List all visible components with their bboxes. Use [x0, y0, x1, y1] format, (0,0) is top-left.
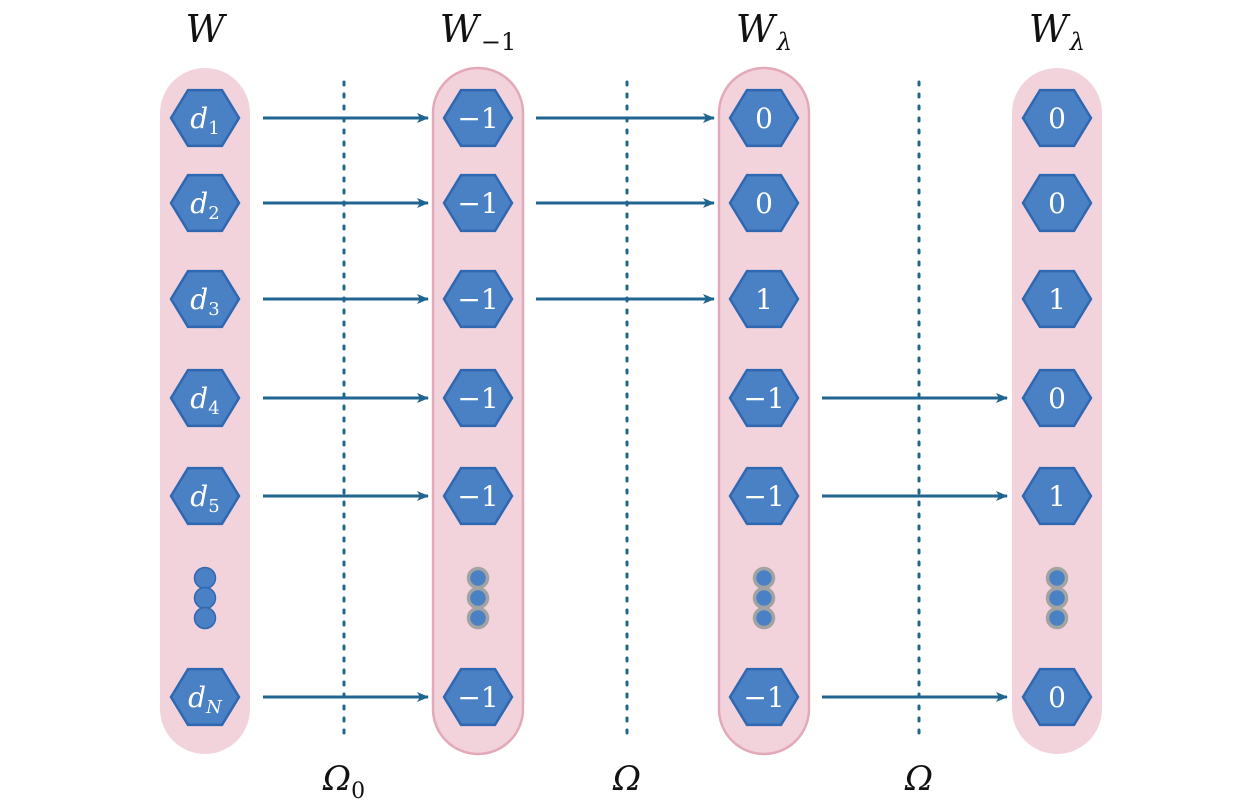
hexagon-shape: [728, 466, 800, 526]
node-c3-r1: 0: [728, 88, 800, 148]
divider-label-2: Ω: [612, 759, 641, 799]
hexagon-shape: [1021, 88, 1093, 148]
divider-label-1: Ω0: [322, 759, 365, 804]
ellipsis-dot: [1045, 606, 1069, 630]
ellipsis-dot: [752, 606, 776, 630]
ellipsis-dot: [752, 566, 776, 590]
ellipsis-dot: [1045, 566, 1069, 590]
node-c1-r5: d5: [169, 466, 241, 526]
hexagon-shape: [169, 368, 241, 428]
hexagon-shape: [1021, 368, 1093, 428]
node-label: 1: [1048, 283, 1066, 316]
node-label: 1: [1048, 480, 1066, 513]
node-c4-r3: 1: [1021, 269, 1093, 329]
hexagon-shape: [1021, 173, 1093, 233]
hexagon-shape: [1021, 466, 1093, 526]
hexagon-shape: [728, 173, 800, 233]
node-c3-r2: 0: [728, 173, 800, 233]
hexagon-shape: [169, 667, 241, 727]
node-label: d4: [190, 382, 219, 419]
ellipsis-dot: [466, 566, 490, 590]
node-label: −1: [457, 480, 498, 513]
ellipsis-dot: [466, 606, 490, 630]
hexagon-shape: [442, 368, 514, 428]
node-label: 0: [1048, 187, 1066, 220]
node-c2-r5: −1: [442, 466, 514, 526]
ellipsis-dots: [752, 566, 776, 630]
hexagon-shape: [728, 88, 800, 148]
node-label: d2: [190, 187, 219, 224]
hexagon-shape: [169, 269, 241, 329]
hexagon-shape: [169, 88, 241, 148]
node-c4-r4: 0: [1021, 368, 1093, 428]
node-label: −1: [457, 102, 498, 135]
node-c1-r3: d3: [169, 269, 241, 329]
node-label: 0: [755, 187, 773, 220]
node-label: d1: [190, 102, 219, 139]
node-c2-r2: −1: [442, 173, 514, 233]
node-label: d5: [190, 480, 219, 517]
node-label: −1: [743, 681, 784, 714]
hexagon-shape: [728, 368, 800, 428]
node-c2-r7: −1: [442, 667, 514, 727]
node-label: −1: [457, 681, 498, 714]
ellipsis-dot: [193, 606, 217, 630]
node-c1-r2: d2: [169, 173, 241, 233]
node-c3-r7: −1: [728, 667, 800, 727]
hexagon-shape: [169, 466, 241, 526]
node-label: −1: [457, 382, 498, 415]
node-c2-r3: −1: [442, 269, 514, 329]
node-label: 0: [1048, 382, 1066, 415]
ellipsis-dot: [193, 566, 217, 590]
node-c1-r7: dN: [169, 667, 241, 727]
ellipsis-dot: [1045, 586, 1069, 610]
column-3-title: Wλ: [736, 7, 792, 56]
hexagon-shape: [442, 466, 514, 526]
divider-label-3: Ω: [904, 759, 933, 799]
node-c4-r7: 0: [1021, 667, 1093, 727]
hexagon-shape: [169, 173, 241, 233]
ellipsis-dots: [1045, 566, 1069, 630]
node-label: 1: [755, 283, 773, 316]
hexagon-shape: [442, 173, 514, 233]
column-4-title: Wλ: [1029, 7, 1085, 56]
node-c2-r1: −1: [442, 88, 514, 148]
node-label: −1: [457, 283, 498, 316]
node-label: −1: [743, 382, 784, 415]
ellipsis-dots: [193, 566, 217, 630]
hexagon-shape: [442, 88, 514, 148]
node-label: −1: [743, 480, 784, 513]
node-c2-r4: −1: [442, 368, 514, 428]
node-label: dN: [188, 681, 223, 718]
hexagon-shape: [442, 667, 514, 727]
ellipsis-dots: [466, 566, 490, 630]
node-label: d3: [190, 283, 219, 320]
column-2-title: W−1: [440, 7, 516, 56]
hexagon-shape: [1021, 667, 1093, 727]
column-1-title: W: [185, 7, 227, 51]
ellipsis-dot: [466, 586, 490, 610]
node-label: 0: [1048, 102, 1066, 135]
node-c3-r3: 1: [728, 269, 800, 329]
ellipsis-dot: [752, 586, 776, 610]
node-c1-r4: d4: [169, 368, 241, 428]
node-label: 0: [1048, 681, 1066, 714]
node-c1-r1: d1: [169, 88, 241, 148]
hexagon-shape: [442, 269, 514, 329]
node-c3-r4: −1: [728, 368, 800, 428]
node-c4-r1: 0: [1021, 88, 1093, 148]
node-label: 0: [755, 102, 773, 135]
node-c4-r2: 0: [1021, 173, 1093, 233]
hexagon-shape: [728, 667, 800, 727]
node-label: −1: [457, 187, 498, 220]
hexagon-shape: [1021, 269, 1093, 329]
hexagon-shape: [728, 269, 800, 329]
ellipsis-dot: [193, 586, 217, 610]
node-c3-r5: −1: [728, 466, 800, 526]
node-c4-r5: 1: [1021, 466, 1093, 526]
